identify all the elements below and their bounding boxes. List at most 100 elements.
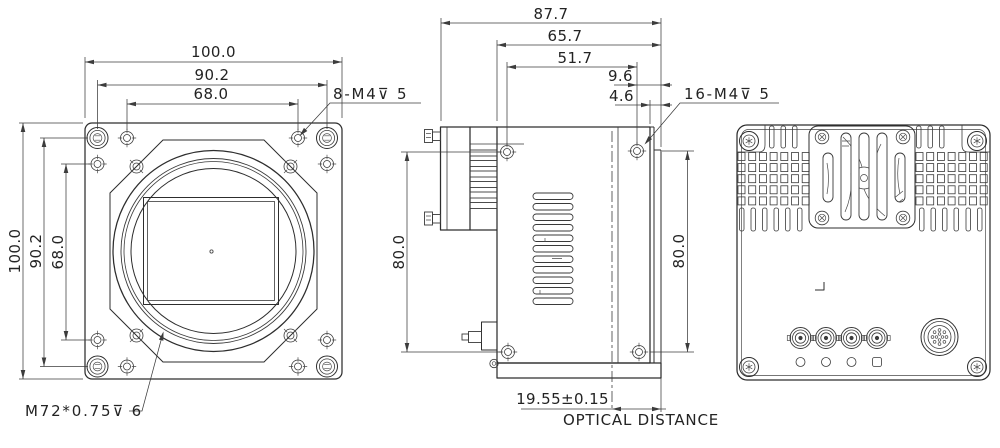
vent-slot [947, 196, 956, 206]
vent-slot [969, 174, 977, 184]
dim-side-hole-to-back: 9.6 [608, 67, 633, 85]
vent-slot [958, 196, 967, 206]
back-cover-edge [650, 126, 662, 363]
vent-slot [737, 196, 746, 206]
dim-front-height-outer: 100.0 [6, 229, 24, 274]
vent-slot [958, 185, 967, 195]
orientation-mark [815, 282, 825, 291]
side-dimension-lines [404, 20, 690, 412]
vent-slot [926, 185, 935, 195]
vent-slot [759, 174, 767, 184]
corner-screw-pads [737, 125, 990, 153]
vent-slot [748, 152, 757, 161]
front-view: 100.0 90.2 68.0 100.0 90.2 68.0 8-M4⊽ 5 … [6, 43, 421, 420]
vent-slot [769, 174, 778, 184]
vent-slot [773, 207, 779, 232]
lens-clamp-screws [424, 129, 441, 226]
lens-mount-outer-circle [112, 149, 315, 353]
vent-slot [469, 181, 498, 188]
vent-slot [937, 174, 945, 184]
heatsink-vent-grid [737, 152, 988, 206]
side-hole-callout: 16-M4⊽ 5 [642, 85, 779, 146]
vent-slot [953, 207, 959, 232]
vent-slot [759, 163, 767, 173]
fan-blades [826, 136, 904, 217]
heatsink-bottom-slots [739, 207, 983, 232]
sensor-outline [143, 197, 279, 305]
vent-slot [927, 125, 933, 149]
front-dimension-lines [20, 59, 342, 379]
vent-slot [947, 163, 956, 173]
dim-front-width-screws: 90.2 [195, 66, 230, 84]
vent-slot [532, 213, 574, 221]
front-extension-lines [19, 57, 343, 380]
vent-slot [791, 185, 799, 195]
vent-slot [801, 196, 810, 206]
vent-slot [969, 196, 977, 206]
vent-slot [532, 276, 574, 284]
vent-slot [930, 207, 936, 232]
vent-slot [926, 152, 935, 161]
vent-slot [926, 196, 935, 206]
front-octagon-plate [109, 139, 318, 363]
dim-front-height-screws: 90.2 [27, 234, 45, 269]
front-hole-callout: 8-M4⊽ 5 [297, 85, 421, 138]
lens-barrel [439, 126, 471, 231]
vent-slot [785, 207, 791, 232]
side-connector-port [461, 321, 499, 369]
vent-slot [979, 152, 988, 161]
dim-side-height-left: 80.0 [390, 235, 408, 270]
dim-side-hole-span: 51.7 [558, 49, 593, 67]
sensor-center-mark [209, 249, 214, 254]
vent-slot [748, 196, 757, 206]
vent-slot [791, 163, 799, 173]
dim-optical-distance: 19.55±0.15 [516, 390, 609, 408]
vent-slot [532, 255, 574, 263]
vent-slot [926, 163, 935, 173]
vent-slot [532, 203, 574, 211]
fan-vent-slots [822, 132, 906, 221]
vent-slot [969, 163, 977, 173]
vent-slot [739, 207, 745, 232]
dim-side-height-right: 80.0 [670, 234, 688, 269]
back-panel-outline [736, 124, 991, 381]
vent-slot [532, 234, 574, 242]
vent-slot [532, 245, 574, 253]
vent-slot [532, 192, 574, 200]
vent-slot [737, 152, 746, 161]
power-connector [920, 318, 959, 356]
side-m4-holes [497, 141, 649, 362]
vent-slot [748, 174, 757, 184]
vent-slot [979, 196, 988, 206]
vent-slot [942, 207, 948, 232]
coax-connectors [786, 327, 891, 349]
vent-slot [469, 170, 498, 178]
fan-assembly [808, 125, 916, 229]
fan-plate [808, 125, 916, 229]
dim-front-width-outer: 100.0 [191, 43, 236, 61]
status-leds [795, 357, 882, 367]
vent-slot [979, 163, 988, 173]
vent-slot [780, 152, 789, 161]
back-view [736, 124, 991, 381]
vent-slot [780, 185, 789, 195]
dim-front-height-holes: 68.0 [49, 235, 67, 270]
vent-slot [926, 174, 935, 184]
vent-slot [915, 185, 924, 195]
bottom-plate [496, 362, 662, 379]
vent-slot [737, 174, 746, 184]
vent-slot [769, 152, 778, 161]
vent-slot [780, 163, 789, 173]
vent-slot [532, 297, 574, 305]
vent-slot [915, 163, 924, 173]
vent-slot [801, 185, 810, 195]
vent-slot [958, 152, 967, 161]
power-connector-pins [930, 328, 949, 346]
vent-slot [969, 152, 977, 161]
side-main-body [496, 126, 651, 364]
vent-slot [801, 152, 810, 161]
side-view: 87.7 65.7 51.7 9.6 4.6 80.0 80.0 19.55±0… [390, 5, 779, 429]
dim-side-back-step: 4.6 [609, 87, 634, 105]
